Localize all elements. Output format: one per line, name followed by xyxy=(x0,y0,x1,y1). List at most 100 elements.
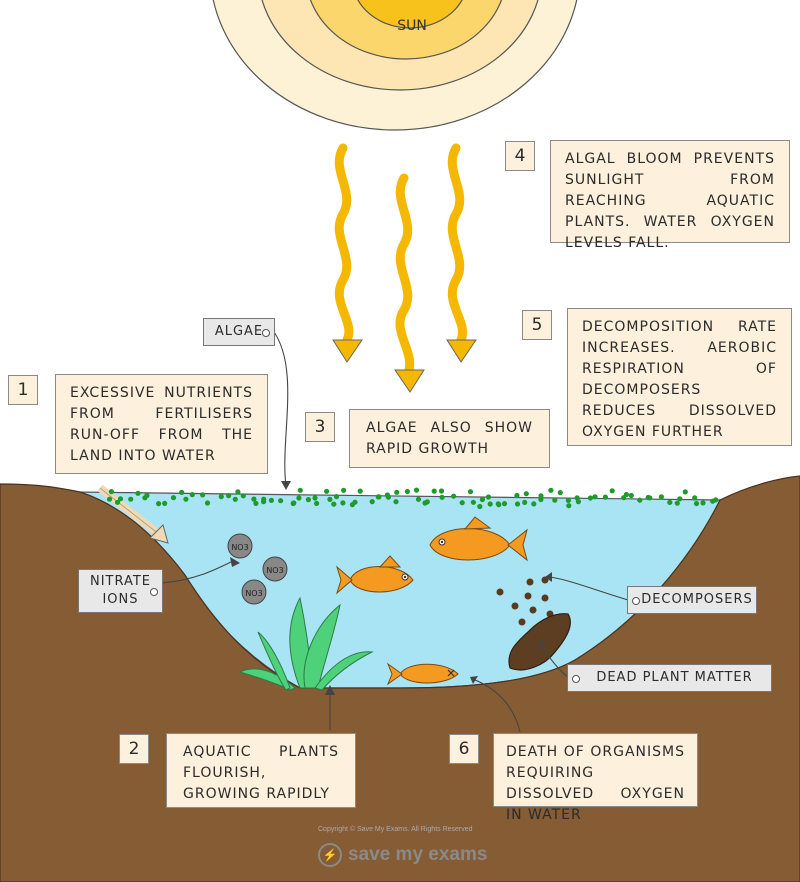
algae-dot xyxy=(587,495,594,501)
algae-dot xyxy=(349,502,355,508)
step-number-3: 3 xyxy=(305,412,335,442)
sun: SUN xyxy=(212,0,578,131)
algae-surface-layer xyxy=(106,487,719,510)
ray-arrowheads xyxy=(332,339,477,393)
algae-dot xyxy=(479,496,485,503)
algae-dot xyxy=(485,494,492,500)
algae-dot xyxy=(204,500,211,506)
ray-right xyxy=(447,143,467,345)
algae-dot xyxy=(218,494,224,500)
algae-dot xyxy=(431,488,437,494)
algae-dot xyxy=(305,497,311,503)
algae-dot xyxy=(710,498,716,504)
algae-dot xyxy=(404,488,410,495)
fish-1 xyxy=(429,516,528,562)
label-tag-dead-plant: DEAD PLANT MATTER xyxy=(567,664,772,692)
label-tag-nitrate: NITRATE IONS xyxy=(78,569,163,613)
algae-dot xyxy=(609,488,615,494)
algae-dot xyxy=(496,502,502,508)
nitrate-ion-label: NO3 xyxy=(266,566,283,575)
algae-dot xyxy=(565,497,572,503)
sun-label: SUN xyxy=(397,18,427,34)
algae-dot xyxy=(268,497,274,503)
algae-dot xyxy=(114,499,121,505)
algae-dot xyxy=(682,489,688,495)
algae-dot xyxy=(522,499,528,505)
algae-dot xyxy=(394,489,400,495)
algae-dot xyxy=(677,496,683,502)
algae-dot xyxy=(106,496,113,502)
dead-fish xyxy=(386,662,459,686)
algae-dot xyxy=(341,487,347,493)
algae-dot xyxy=(156,501,162,507)
algae-dot xyxy=(514,492,520,499)
algae-dot xyxy=(700,500,706,506)
algae-dot xyxy=(327,496,333,502)
algae-dot xyxy=(557,490,563,496)
label-tag-decomposers: DECOMPOSERS xyxy=(627,586,757,614)
label-tag-algae: ALGAE xyxy=(203,318,275,346)
pointer-lines xyxy=(161,331,629,733)
algae-dot xyxy=(331,501,337,507)
step-box-1: EXCESSIVE NUTRIENTS FROM FERTILISERS RUN… xyxy=(55,374,268,474)
ray-left xyxy=(334,143,354,345)
step-box-4: ALGAL BLOOM PREVENTS SUNLIGHT FROM REACH… xyxy=(550,140,790,251)
algae-dot xyxy=(357,488,363,494)
algae-dot xyxy=(451,493,457,499)
label-algae: ALGAE xyxy=(214,324,264,339)
algae-dot xyxy=(459,500,465,506)
algae-dot xyxy=(117,496,124,502)
algae-dot xyxy=(312,495,318,501)
algae-dot xyxy=(189,492,195,498)
algae-dot xyxy=(251,496,257,502)
algae-dot xyxy=(692,495,698,501)
algae-dot xyxy=(538,493,544,499)
nitrate-ion-label: NO3 xyxy=(245,589,262,598)
nitrate-ion-2: NO3 xyxy=(262,556,288,582)
step-box-2: AQUATIC PLANTS FLOURISH, GROWING RAPIDLY xyxy=(166,733,356,808)
algae-dot xyxy=(324,488,330,494)
algae-dot xyxy=(235,489,241,495)
algae-dot xyxy=(602,494,609,500)
algae-dot xyxy=(487,501,493,507)
fish-2 xyxy=(336,555,414,595)
algae-dot xyxy=(261,496,267,502)
algae-dot xyxy=(200,492,206,498)
algae-dot xyxy=(333,494,340,500)
algae-dot xyxy=(232,496,238,502)
algae-dot xyxy=(314,500,320,506)
algae-dot xyxy=(170,495,177,501)
algae-dot xyxy=(296,495,302,501)
nitrate-ion-3: NO3 xyxy=(241,579,267,605)
algae-dot xyxy=(674,500,680,506)
algae-dot xyxy=(658,494,665,500)
pointer-arrowheads xyxy=(230,481,552,695)
algae-dot xyxy=(226,493,232,499)
save-my-exams-logo: ⚡ save my exams xyxy=(318,843,487,867)
algae-dot xyxy=(623,491,630,498)
algae-dot xyxy=(647,495,653,501)
algae-dot xyxy=(278,498,284,504)
algae-dot xyxy=(628,492,634,499)
algae-dot xyxy=(424,499,430,505)
algae-dot xyxy=(552,497,558,503)
algae-dot xyxy=(375,494,381,500)
step-number-6: 6 xyxy=(449,734,479,764)
sunlight-rays xyxy=(334,143,467,375)
algae-dot xyxy=(340,500,346,506)
algae-dot xyxy=(290,500,296,507)
algae-dot xyxy=(514,501,521,507)
algae-dot xyxy=(240,493,246,499)
algae-dot xyxy=(667,499,673,505)
algae-dot xyxy=(574,495,580,501)
algae-dot xyxy=(144,492,150,499)
algae-dot xyxy=(470,499,476,505)
ray-middle xyxy=(395,173,415,375)
algae-dot xyxy=(297,487,303,493)
algae-dot xyxy=(179,489,185,495)
algae-dot xyxy=(501,501,508,507)
algae-dot xyxy=(108,489,114,495)
step-number-1: 1 xyxy=(8,375,38,405)
aquatic-plant xyxy=(238,596,374,691)
